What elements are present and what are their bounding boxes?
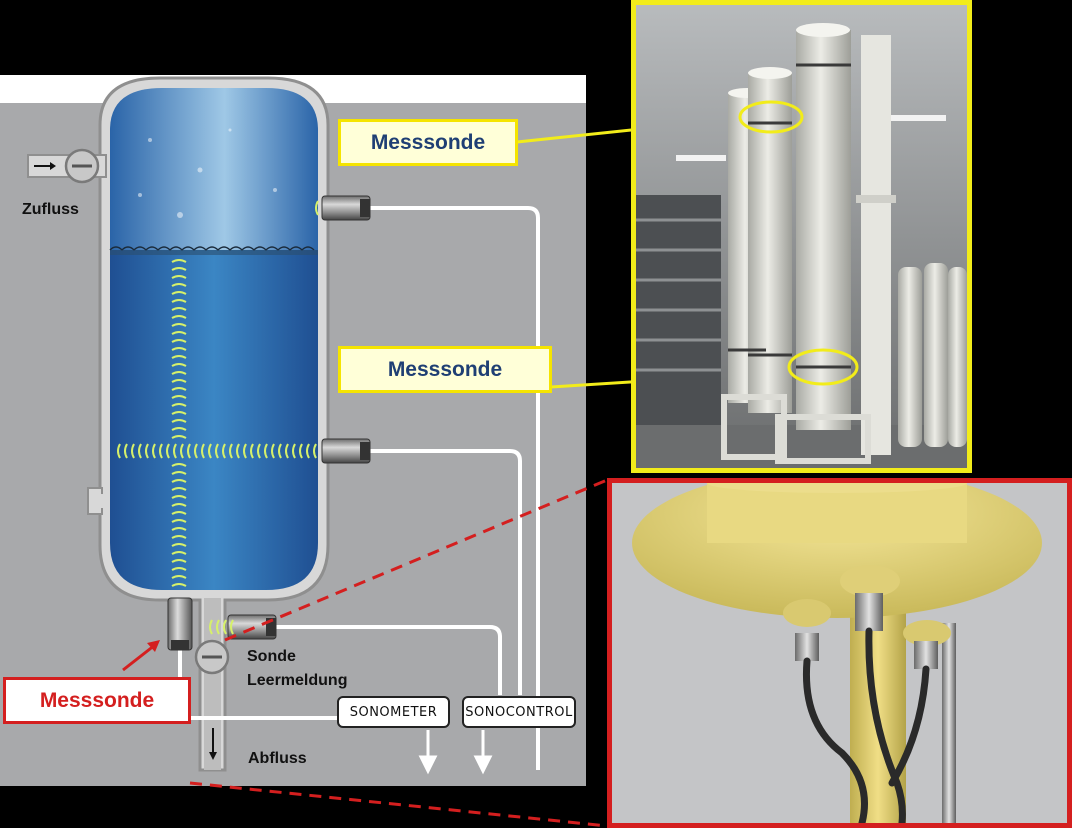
detail-leader-bottom [189, 781, 608, 828]
horizontal-wave-icon [117, 200, 319, 635]
upper-sensor-icon [321, 195, 371, 221]
empty-sensor-icon [227, 614, 277, 640]
empty-sensor-label-line1: Sonde [247, 648, 296, 665]
upper-probe-callout: Messsonde [338, 119, 518, 166]
probe-detail-drawing [612, 483, 1067, 823]
bottom-probe-callout: Messsonde [3, 677, 191, 724]
middle-sensor-icon [321, 438, 371, 464]
bottom-sensor-icon [167, 597, 193, 651]
red-arrow-icon [147, 640, 160, 652]
vertical-wave-icon [171, 259, 187, 587]
inflow-label: Zufluss [22, 201, 79, 218]
outflow-label: Abfluss [248, 750, 307, 767]
installation-photo-drawing [636, 5, 967, 468]
lower-probe-callout: Messsonde [338, 346, 552, 393]
sonocontrol-box: SONOCONTROL [462, 696, 576, 728]
empty-sensor-label-line2: Leermeldung [247, 672, 348, 689]
installation-photo [631, 0, 972, 473]
probe-detail-photo [607, 478, 1072, 828]
sonometer-box: SONOMETER [337, 696, 450, 728]
detail-leader-top [224, 478, 608, 642]
